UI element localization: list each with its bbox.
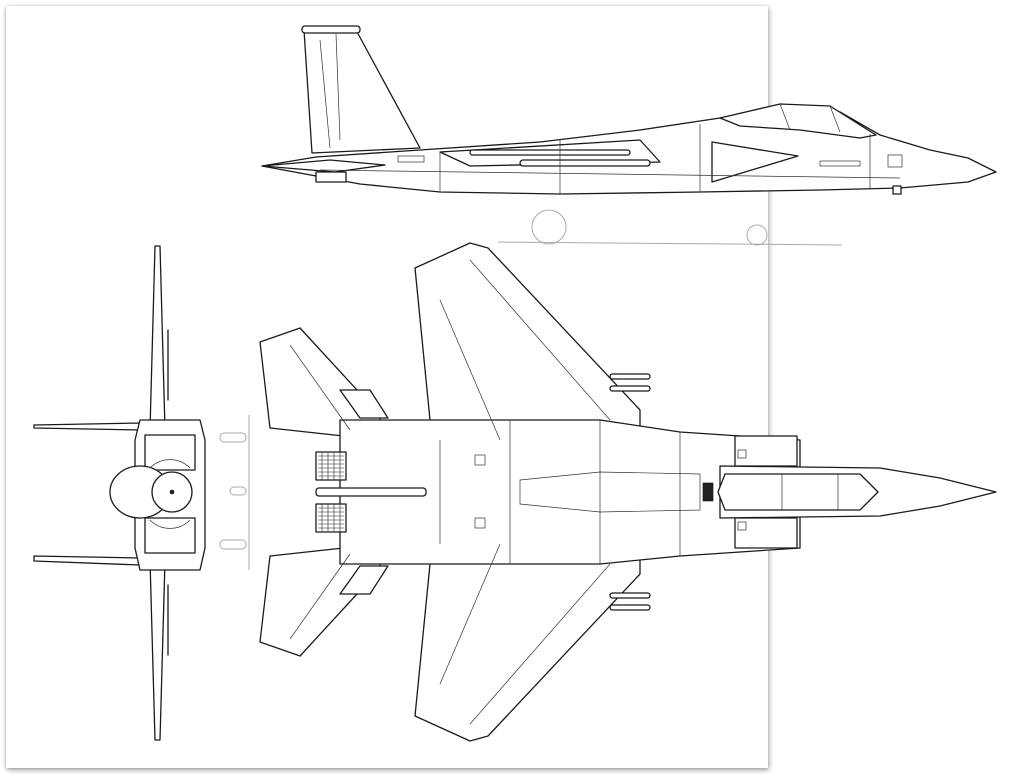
top-wing-panel-lower — [439, 543, 501, 685]
top-nozzle-lower — [315, 503, 347, 533]
top-intake-upper — [734, 435, 798, 467]
side-tail-cap — [301, 25, 361, 34]
side-panel-b — [887, 154, 903, 168]
side-canopy — [719, 103, 877, 139]
top-wing-lower — [414, 543, 641, 742]
top-marking-2 — [737, 521, 747, 531]
top-wing-panel-upper — [439, 299, 501, 441]
top-tail-boom — [315, 487, 427, 497]
top-wing-spar-lower — [469, 563, 611, 725]
side-vertical-tail — [303, 29, 421, 154]
front-pitot — [169, 489, 175, 495]
front-view — [33, 245, 250, 741]
front-intake-upper — [144, 434, 196, 471]
side-rudder-line — [319, 39, 331, 149]
front-wing-lower — [33, 555, 141, 566]
side-canopy-frame — [779, 103, 791, 131]
top-nozzle-lower-box — [315, 503, 347, 533]
top-fin-root-lower — [339, 565, 389, 595]
top-nozzle-upper-grill — [318, 452, 344, 480]
side-nose-gear-door — [892, 185, 902, 195]
top-canopy — [717, 473, 879, 511]
front-intake-lower — [144, 517, 196, 554]
top-intake-lower — [734, 517, 798, 549]
top-view — [259, 242, 997, 742]
side-intake — [711, 141, 799, 183]
top-missile-1 — [609, 373, 651, 380]
top-access-panel-1 — [474, 454, 486, 466]
top-wing-upper — [414, 242, 641, 441]
front-fan-lower — [149, 519, 191, 529]
side-missile-2 — [469, 149, 631, 156]
top-stab-panel-upper — [289, 344, 351, 431]
top-missile-4 — [609, 604, 651, 611]
side-panel-c — [397, 155, 425, 163]
top-missile-2 — [609, 385, 651, 392]
nose-wheel-circle — [746, 224, 768, 246]
front-wing-upper — [33, 422, 141, 431]
top-wing-spar-upper — [469, 259, 611, 421]
top-nozzle-lower-grill — [318, 504, 344, 532]
top-stab-panel-lower — [289, 553, 351, 640]
main-wheel-circle — [531, 209, 567, 245]
top-marking-1 — [737, 449, 747, 459]
top-nozzle-upper-box — [315, 451, 347, 481]
side-view — [261, 25, 997, 246]
front-wheel-a — [219, 432, 247, 443]
top-fin-root-upper — [339, 389, 389, 419]
top-access-panel-2 — [474, 517, 486, 529]
side-canopy-frame-2 — [829, 105, 841, 133]
front-wheel-c — [219, 539, 247, 550]
top-vent — [702, 482, 714, 502]
side-tail-panel — [335, 33, 341, 141]
side-fuselage-seam — [319, 169, 901, 179]
side-panel-a — [819, 160, 861, 167]
front-fin-bottom — [149, 559, 166, 741]
side-nozzle — [315, 171, 347, 183]
top-nozzle-upper — [315, 451, 347, 481]
side-stabilator — [261, 159, 386, 173]
front-wheel-b — [229, 486, 247, 496]
front-fin-top — [149, 245, 166, 431]
side-missile-1 — [519, 159, 651, 167]
top-missile-3 — [609, 592, 651, 599]
front-fan-upper — [149, 459, 191, 469]
